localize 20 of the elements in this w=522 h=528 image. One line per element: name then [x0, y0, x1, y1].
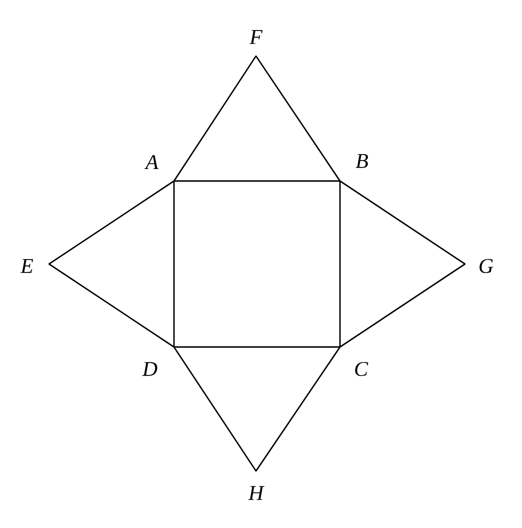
vertex-label: H: [248, 486, 265, 500]
vertex-label: C: [355, 362, 368, 376]
vertex-label: F: [249, 30, 263, 44]
line-segment: [173, 346, 257, 472]
line-segment: [174, 180, 340, 182]
line-segment: [255, 56, 341, 182]
line-segment: [255, 346, 341, 472]
vertex-label: E: [20, 259, 34, 273]
line-segment: [340, 263, 466, 348]
line-segment: [340, 180, 466, 265]
line-segment: [174, 346, 340, 348]
line-segment: [48, 180, 174, 265]
vertex-label: G: [480, 258, 494, 274]
line-segment: [48, 263, 174, 348]
line-segment: [173, 180, 175, 348]
vertex-label: D: [142, 362, 158, 376]
line-segment: [173, 56, 257, 182]
line-segment: [339, 180, 341, 348]
vertex-label: B: [356, 154, 368, 168]
vertex-label: A: [144, 155, 158, 169]
